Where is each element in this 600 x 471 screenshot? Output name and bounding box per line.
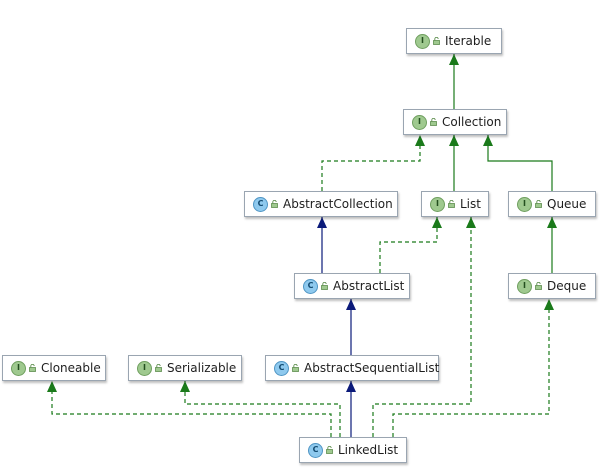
arrowhead xyxy=(466,217,476,228)
interface-icon: I xyxy=(517,196,532,212)
arrowhead xyxy=(449,135,459,146)
node-abstract-sequential-list[interactable]: C AbstractSequentialList xyxy=(265,355,439,381)
lock-icon xyxy=(433,37,440,45)
node-label: Deque xyxy=(547,279,587,293)
node-cloneable[interactable]: I Cloneable xyxy=(2,355,106,381)
arrowhead xyxy=(317,217,327,228)
arrowhead xyxy=(432,217,442,228)
edge-linkedlist-to-deque xyxy=(392,299,554,437)
edge-linkedlist-to-serializable xyxy=(180,381,341,437)
node-label: AbstractList xyxy=(333,279,405,293)
arrowhead xyxy=(483,135,493,146)
class-icon: C xyxy=(253,196,268,212)
node-label: LinkedList xyxy=(338,443,399,457)
node-label: Collection xyxy=(442,115,502,129)
edge-linkedlist-to-abstractsequentiallist xyxy=(346,381,356,437)
arrowhead xyxy=(346,381,356,392)
node-collection[interactable]: I Collection xyxy=(403,109,507,135)
node-serializable[interactable]: I Serializable xyxy=(128,355,242,381)
lock-icon xyxy=(535,200,542,208)
lock-icon xyxy=(155,364,162,372)
edge-list-to-collection xyxy=(449,135,459,191)
node-label: AbstractCollection xyxy=(283,197,393,211)
lock-icon xyxy=(535,282,542,290)
lock-icon xyxy=(29,364,36,372)
arrowhead xyxy=(449,54,459,65)
arrowhead xyxy=(544,299,554,310)
node-deque[interactable]: I Deque xyxy=(508,273,596,299)
arrowhead xyxy=(346,299,356,310)
node-label: List xyxy=(460,197,481,211)
node-abstract-list[interactable]: C AbstractList xyxy=(294,273,410,299)
arrowhead xyxy=(180,381,190,392)
interface-icon: I xyxy=(137,360,152,376)
interface-icon: I xyxy=(412,114,427,130)
lock-icon xyxy=(430,118,437,126)
interface-icon: I xyxy=(11,360,26,376)
arrowhead xyxy=(547,217,557,228)
node-label: Cloneable xyxy=(41,361,101,375)
edge-collection-to-iterable xyxy=(449,54,459,109)
edge-queue-to-collection xyxy=(483,135,553,191)
node-abstract-collection[interactable]: C AbstractCollection xyxy=(244,191,398,217)
lock-icon xyxy=(271,200,278,208)
lock-icon xyxy=(321,282,328,290)
node-list[interactable]: I List xyxy=(421,191,489,217)
node-iterable[interactable]: I Iterable xyxy=(406,28,502,54)
node-label: Iterable xyxy=(445,34,492,48)
interface-icon: I xyxy=(430,196,445,212)
lock-icon xyxy=(326,446,333,454)
node-label: AbstractSequentialList xyxy=(304,361,440,375)
interface-icon: I xyxy=(415,33,430,49)
node-label: Serializable xyxy=(167,361,237,375)
class-icon: C xyxy=(274,360,289,376)
node-label: Queue xyxy=(547,197,587,211)
node-linked-list[interactable]: C LinkedList xyxy=(299,437,407,463)
edge-abstractsequentiallist-to-abstractlist xyxy=(346,299,356,355)
edge-deque-to-queue xyxy=(547,217,557,273)
class-icon: C xyxy=(308,442,323,458)
edge-linkedlist-to-list xyxy=(372,217,476,437)
edge-abstractcollection-to-collection xyxy=(321,135,425,191)
lock-icon xyxy=(448,200,455,208)
interface-icon: I xyxy=(517,278,532,294)
arrowhead xyxy=(47,381,57,392)
node-queue[interactable]: I Queue xyxy=(508,191,596,217)
lock-icon xyxy=(292,364,299,372)
edge-linkedlist-to-cloneable xyxy=(47,381,332,437)
arrowhead xyxy=(415,135,425,146)
edge-abstractlist-to-list xyxy=(379,217,442,273)
class-icon: C xyxy=(303,278,318,294)
edge-abstractlist-to-abstractcollection xyxy=(317,217,327,273)
